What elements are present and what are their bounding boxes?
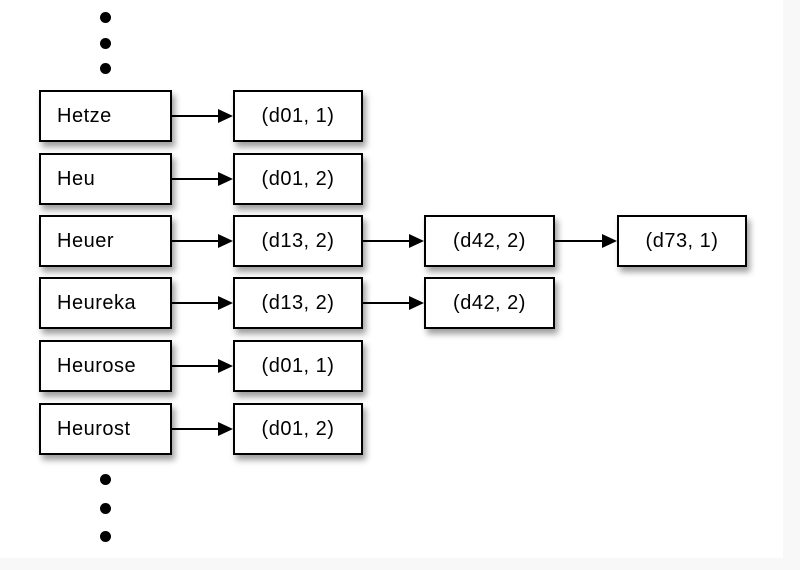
- arrow: [363, 240, 409, 242]
- term-box-heurost: Heurost: [39, 403, 172, 455]
- ellipsis-dot: [100, 12, 111, 23]
- posting-box: (d42, 2): [424, 277, 555, 329]
- arrow: [172, 240, 218, 242]
- arrow: [172, 302, 218, 304]
- arrow: [172, 115, 218, 117]
- ellipsis-dot: [100, 503, 111, 514]
- term-box-hetze: Hetze: [39, 90, 172, 142]
- posting-box: (d01, 1): [233, 340, 363, 392]
- posting-box: (d13, 2): [233, 277, 363, 329]
- posting-box: (d01, 1): [233, 90, 363, 142]
- ellipsis-dot: [100, 63, 111, 74]
- arrow: [172, 178, 218, 180]
- arrow: [172, 365, 218, 367]
- posting-box: (d13, 2): [233, 215, 363, 267]
- ellipsis-dot: [100, 531, 111, 542]
- ellipsis-dot: [100, 38, 111, 49]
- posting-box: (d42, 2): [424, 215, 555, 267]
- ellipsis-dot: [100, 474, 111, 485]
- term-box-heureka: Heureka: [39, 277, 172, 329]
- term-box-heurose: Heurose: [39, 340, 172, 392]
- arrow: [172, 428, 218, 430]
- posting-box: (d01, 2): [233, 153, 363, 205]
- arrow: [363, 302, 409, 304]
- term-box-heuer: Heuer: [39, 215, 172, 267]
- posting-box: (d01, 2): [233, 403, 363, 455]
- arrow: [555, 240, 602, 242]
- term-box-heu: Heu: [39, 153, 172, 205]
- posting-box: (d73, 1): [617, 215, 747, 267]
- diagram-canvas: Hetze (d01, 1) Heu (d01, 2) Heuer (d13, …: [0, 0, 783, 558]
